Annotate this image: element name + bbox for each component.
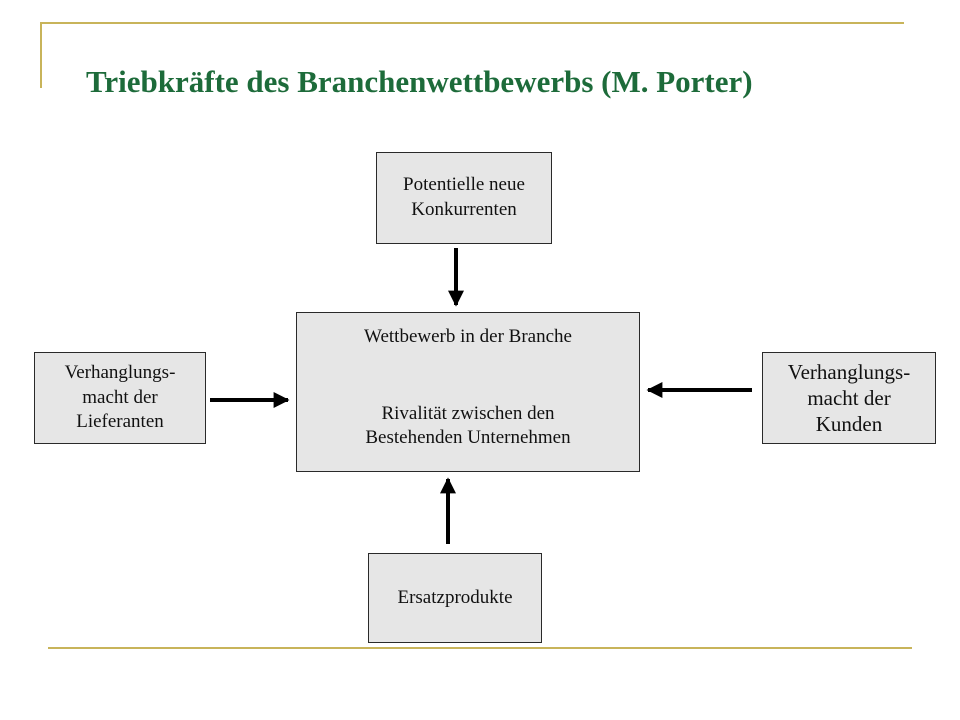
node-new-entrants: Potentielle neue Konkurrenten xyxy=(376,152,552,244)
node-industry-rivalry-line-2: Bestehenden Unternehmen xyxy=(365,427,571,449)
node-substitutes-label: Ersatzprodukte xyxy=(397,586,513,608)
node-industry-rivalry: Wettbewerb in der Branche Rivalität zwis… xyxy=(296,312,640,472)
node-buyer-power-line-2: macht der xyxy=(807,385,891,410)
node-buyer-power-line-3: Kunden xyxy=(815,412,883,437)
node-supplier-power: Verhanglungs- macht der Lieferanten xyxy=(34,352,206,444)
node-supplier-power-line-1: Verhanglungs- xyxy=(64,361,176,383)
node-industry-rivalry-line-1: Rivalität zwischen den xyxy=(381,402,555,424)
node-new-entrants-line-2: Konkurrenten xyxy=(411,199,517,220)
node-buyer-power: Verhanglungs- macht der Kunden xyxy=(762,352,936,444)
node-buyer-power-line-1: Verhanglungs- xyxy=(787,359,911,384)
node-supplier-power-line-2: macht der xyxy=(82,386,158,408)
node-new-entrants-line-1: Potentielle neue xyxy=(403,174,525,196)
side-rule xyxy=(40,22,42,88)
node-supplier-power-line-3: Lieferanten xyxy=(76,411,164,433)
slide-title: Triebkräfte des Branchenwettbewerbs (M. … xyxy=(86,64,753,99)
node-substitutes: Ersatzprodukte xyxy=(368,553,542,643)
node-industry-rivalry-heading: Wettbewerb in der Branche xyxy=(364,326,572,347)
bottom-rule xyxy=(48,647,912,649)
top-rule xyxy=(40,22,904,24)
